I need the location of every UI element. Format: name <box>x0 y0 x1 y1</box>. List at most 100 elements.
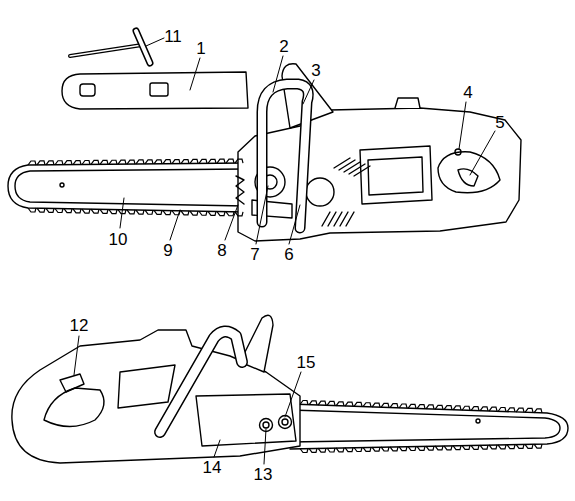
callout-number: 13 <box>254 466 273 483</box>
chain-tooth <box>408 404 416 408</box>
chain-tooth <box>118 160 126 164</box>
chain-tooth <box>64 161 72 165</box>
callout-number: 5 <box>495 114 504 131</box>
chain-tooth <box>46 208 54 212</box>
chain-tooth <box>363 447 371 451</box>
chain-tooth <box>444 406 452 410</box>
chain-tooth <box>100 160 108 164</box>
chain-tooth <box>226 212 234 216</box>
chain-tooth <box>480 445 488 449</box>
chain-tooth <box>426 446 434 450</box>
chain-tooth <box>64 209 72 213</box>
chain-tooth <box>309 401 317 405</box>
chain-tooth <box>345 402 353 406</box>
chain-tooth <box>480 407 488 411</box>
callout-number: 2 <box>279 38 288 55</box>
vent-slot <box>334 158 350 168</box>
callout-number: 3 <box>311 62 320 79</box>
chain-tooth <box>453 446 461 450</box>
chain-tooth <box>136 210 144 214</box>
chain-tooth <box>372 403 380 407</box>
callout-number: 15 <box>297 354 316 371</box>
chain-tooth <box>199 159 207 163</box>
chain-tooth <box>136 160 144 164</box>
chain-tooth <box>154 210 162 214</box>
chain-tooth <box>399 404 407 408</box>
chain-tooth <box>235 212 243 216</box>
chain-tooth <box>127 160 135 164</box>
chain-tooth <box>507 445 515 449</box>
chain-tooth <box>300 449 308 453</box>
chain-tooth <box>28 208 36 212</box>
chain-tooth <box>417 405 425 409</box>
chain-tooth <box>163 211 171 215</box>
chain-tooth <box>300 401 308 405</box>
chain-tooth <box>516 408 524 412</box>
callout-number: 6 <box>284 246 293 263</box>
chain-tooth <box>399 447 407 451</box>
callout-number: 10 <box>109 231 128 248</box>
chain-tooth <box>145 160 153 164</box>
chain-tooth <box>318 401 326 405</box>
chain-tooth <box>55 209 63 213</box>
chain-tooth <box>498 445 506 449</box>
chain-tooth <box>444 446 452 450</box>
chain-tooth <box>363 403 371 407</box>
vent-slot <box>344 162 360 172</box>
chain-tooth <box>327 401 335 405</box>
chain-tooth <box>37 161 45 165</box>
callout-number: 1 <box>196 40 205 57</box>
callout-number: 9 <box>163 242 172 259</box>
chain-tooth <box>345 448 353 452</box>
chain-tooth <box>190 159 198 163</box>
chain-tooth <box>100 209 108 213</box>
chain-tooth <box>28 161 36 165</box>
leader-lines <box>74 38 495 464</box>
chain-tooth <box>489 445 497 449</box>
chainsaw-top-view <box>8 64 521 241</box>
chain-tooth <box>408 446 416 450</box>
chain-tooth <box>534 409 542 413</box>
callout-number: 14 <box>203 459 222 476</box>
chain-tooth <box>435 446 443 450</box>
chain-tooth <box>426 405 434 409</box>
chain-tooth <box>46 161 54 165</box>
callout-number: 7 <box>250 246 259 263</box>
chain-tooth <box>118 210 126 214</box>
chain-tooth <box>489 407 497 411</box>
chain-tooth <box>354 402 362 406</box>
chain-tooth <box>145 210 153 214</box>
chain-tooth <box>327 448 335 452</box>
chain-tooth <box>37 208 45 212</box>
chainsaw-side-view <box>12 315 568 463</box>
chain-tooth <box>417 446 425 450</box>
chain-tooth <box>336 448 344 452</box>
chain-tooth <box>73 209 81 213</box>
vent-slot <box>349 164 365 174</box>
chain-tooth <box>208 159 216 163</box>
chain-tooth <box>534 444 542 448</box>
vent-slot <box>354 166 370 176</box>
chain-tooth <box>471 445 479 449</box>
chain-tooth <box>181 211 189 215</box>
chain-tooth <box>190 211 198 215</box>
chain-tooth <box>525 408 533 412</box>
chain-tooth <box>73 161 81 165</box>
chain-teeth <box>28 159 542 452</box>
chain-tooth <box>390 404 398 408</box>
callout-number: 11 <box>164 28 182 45</box>
chain-tooth <box>172 160 180 164</box>
chain-tooth <box>453 406 461 410</box>
chain-tooth <box>381 447 389 451</box>
bar-cover <box>62 72 248 109</box>
chain-tooth <box>208 211 216 215</box>
chain-tooth <box>354 447 362 451</box>
chain-tooth <box>226 159 234 163</box>
chain-tooth <box>82 160 90 164</box>
chain-tooth <box>525 444 533 448</box>
chain-tooth <box>498 408 506 412</box>
callout-number: 12 <box>70 317 89 334</box>
chain-tooth <box>172 211 180 215</box>
chain-tooth <box>217 159 225 163</box>
